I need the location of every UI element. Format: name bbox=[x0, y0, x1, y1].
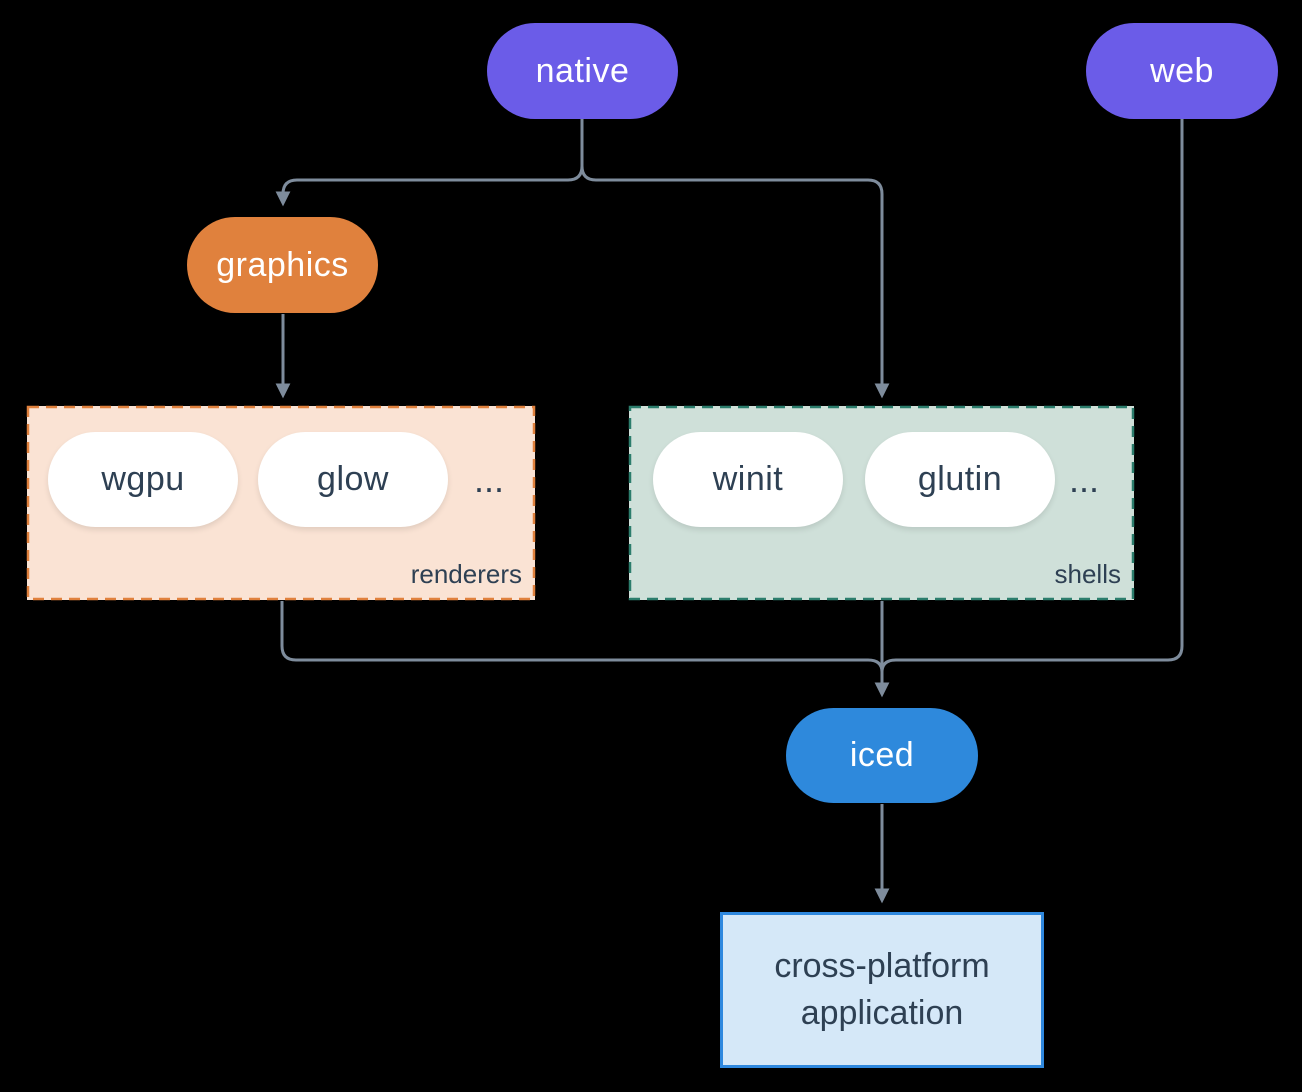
node-glutin-label: glutin bbox=[917, 460, 1003, 498]
node-glow-label: glow bbox=[317, 460, 389, 498]
group-shells: winit glutin ... shells bbox=[629, 406, 1134, 600]
renderers-group-label: renderers bbox=[410, 559, 522, 589]
node-iced-label: iced bbox=[849, 736, 915, 774]
node-winit: winit bbox=[653, 432, 843, 527]
node-native: native bbox=[487, 23, 678, 119]
shells-ellipsis: ... bbox=[1068, 458, 1099, 500]
node-web: web bbox=[1086, 23, 1278, 119]
node-cross-platform-application: cross-platform application bbox=[720, 912, 1044, 1068]
renderers-ellipsis: ... bbox=[473, 458, 504, 500]
node-wgpu: wgpu bbox=[48, 432, 238, 527]
node-native-label: native bbox=[535, 51, 630, 90]
node-graphics-label: graphics bbox=[216, 245, 349, 284]
node-glutin: glutin bbox=[865, 432, 1055, 527]
group-renderers: wgpu glow ... renderers bbox=[27, 406, 535, 600]
edge-renderers-iced bbox=[280, 601, 884, 673]
application-label: cross-platform application bbox=[774, 947, 990, 1032]
node-winit-label: winit bbox=[712, 460, 784, 498]
shells-group-label: shells bbox=[1054, 559, 1121, 589]
edge-native-shells bbox=[580, 119, 890, 399]
edge-native-graphics bbox=[275, 119, 584, 207]
node-web-label: web bbox=[1150, 51, 1214, 90]
node-graphics: graphics bbox=[187, 217, 378, 313]
node-wgpu-label: wgpu bbox=[101, 460, 185, 498]
node-glow: glow bbox=[258, 432, 448, 527]
node-iced: iced bbox=[786, 708, 978, 803]
